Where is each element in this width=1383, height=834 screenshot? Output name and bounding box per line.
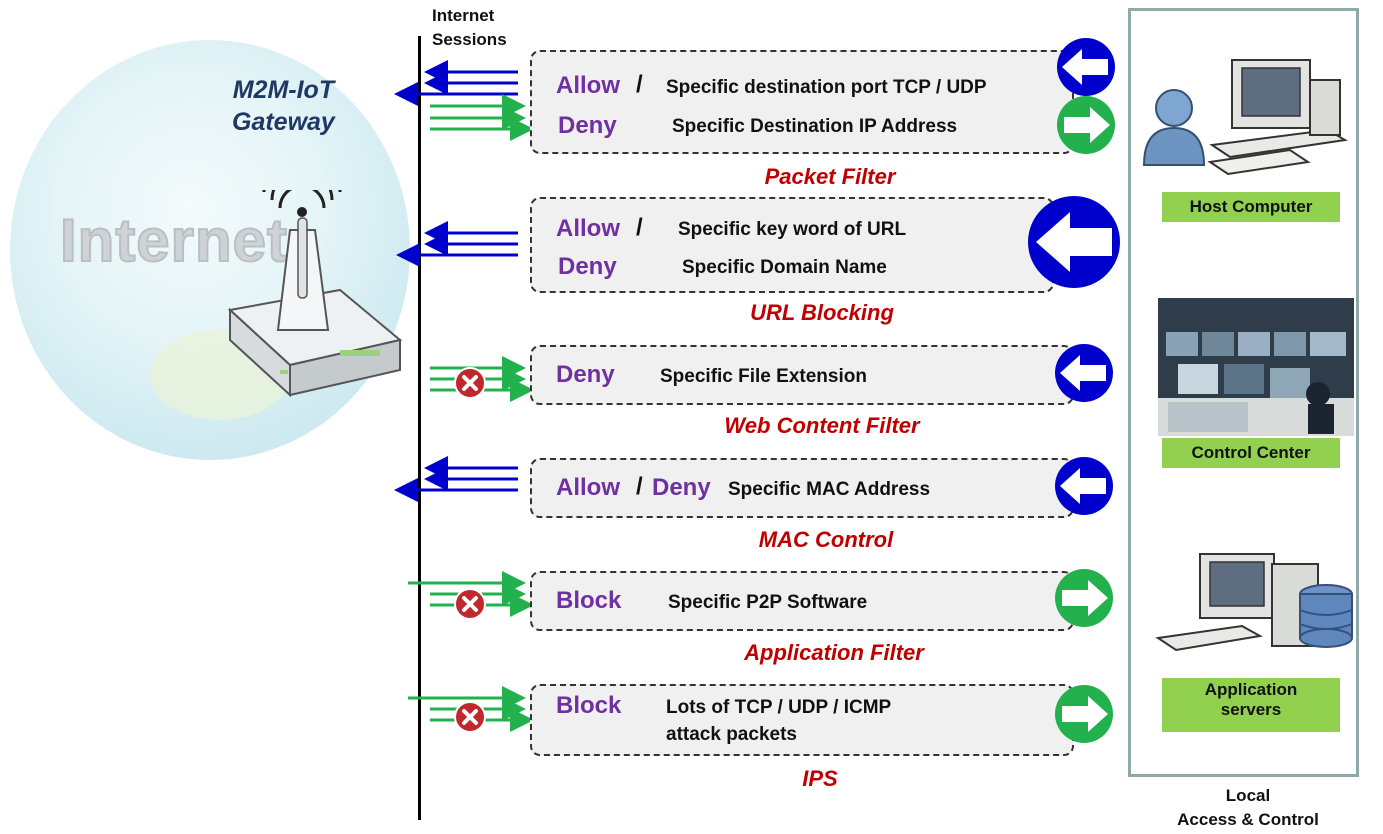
application-servers-label: Application servers [1162, 678, 1340, 732]
ips-desc-line1: Lots of TCP / UDP / ICMP [666, 697, 892, 718]
packet-filter-box: Allow / Deny Specific destination port T… [530, 50, 1074, 154]
block-icon-web-content [454, 367, 486, 399]
router-icon [227, 190, 403, 398]
session-flow-arrows [394, 60, 534, 732]
mac-control-action-deny: Deny [652, 474, 711, 501]
web-content-filter-box: Deny Specific File Extension [530, 345, 1074, 405]
packet-filter-desc-ip: Specific Destination IP Address [672, 116, 958, 137]
application-filter-desc: Specific P2P Software [668, 592, 868, 613]
application-servers-label-line2: servers [1220, 700, 1282, 719]
mac-control-box: Allow / Deny Specific MAC Address [530, 458, 1074, 518]
ips-action-block: Block [556, 692, 622, 719]
packet-filter-action-allow: Allow [556, 72, 620, 99]
mac-control-label: MAC Control [758, 527, 894, 552]
ips-label: IPS [802, 766, 838, 791]
url-blocking-action-deny: Deny [558, 253, 617, 280]
url-blocking-label: URL Blocking [750, 300, 894, 325]
packet-filter-desc-port: Specific destination port TCP / UDP [666, 77, 987, 98]
url-blocking-action-allow: Allow [556, 215, 620, 242]
session-divider-line [418, 36, 421, 820]
host-computer-label: Host Computer [1162, 192, 1340, 222]
application-filter-label: Application Filter [744, 640, 924, 665]
url-blocking-box: Allow / Deny Specific key word of URL Sp… [530, 197, 1054, 293]
right-arrow-icon [1055, 685, 1113, 743]
sessions-label-line2: Sessions [432, 30, 507, 49]
application-filter-box: Block Specific P2P Software [530, 571, 1074, 631]
left-arrow-icon [1055, 457, 1113, 515]
gateway-title-line1: M2M-IoT [232, 76, 335, 104]
host-computer-icon [1142, 59, 1348, 176]
block-icon-ips [454, 701, 486, 733]
application-filter-action-block: Block [556, 587, 622, 614]
local-access-label-line1: Local [1225, 786, 1271, 805]
control-center-image [1158, 298, 1354, 436]
application-servers-icon [1155, 553, 1353, 652]
web-content-filter-label: Web Content Filter [724, 413, 920, 438]
internet-word: Internet [59, 206, 289, 275]
packet-filter-slash: / [636, 71, 643, 98]
packet-filter-action-deny: Deny [558, 112, 617, 139]
url-blocking-desc-keyword: Specific key word of URL [678, 219, 907, 240]
application-servers-label-line1: Application [1204, 680, 1298, 699]
left-arrow-icon [1028, 196, 1120, 288]
sessions-label-line1: Internet [432, 6, 495, 25]
mac-control-desc: Specific MAC Address [728, 479, 931, 500]
url-blocking-desc-domain: Specific Domain Name [682, 257, 887, 278]
web-content-filter-desc: Specific File Extension [660, 366, 867, 387]
ips-desc-line2: attack packets [666, 724, 797, 745]
url-blocking-slash: / [636, 214, 643, 241]
ips-box: Block Lots of TCP / UDP / ICMP attack pa… [530, 684, 1074, 756]
local-access-label: Local Access & Control [1168, 784, 1328, 832]
mac-control-action-allow: Allow [556, 474, 620, 501]
mac-control-slash: / [636, 473, 643, 500]
left-arrow-icon [1057, 38, 1115, 96]
internet-sessions-label: Internet Sessions [432, 4, 507, 52]
right-arrow-icon [1057, 96, 1115, 154]
left-arrow-icon [1055, 344, 1113, 402]
gateway-title: M2M-IoT Gateway [232, 74, 335, 138]
block-icon-application [454, 588, 486, 620]
local-access-label-line2: Access & Control [1177, 810, 1319, 829]
control-center-label: Control Center [1162, 438, 1340, 468]
right-arrow-icon [1055, 569, 1113, 627]
web-content-filter-action-deny: Deny [556, 361, 615, 388]
packet-filter-label: Packet Filter [764, 164, 896, 189]
gateway-title-line2: Gateway [232, 108, 335, 136]
